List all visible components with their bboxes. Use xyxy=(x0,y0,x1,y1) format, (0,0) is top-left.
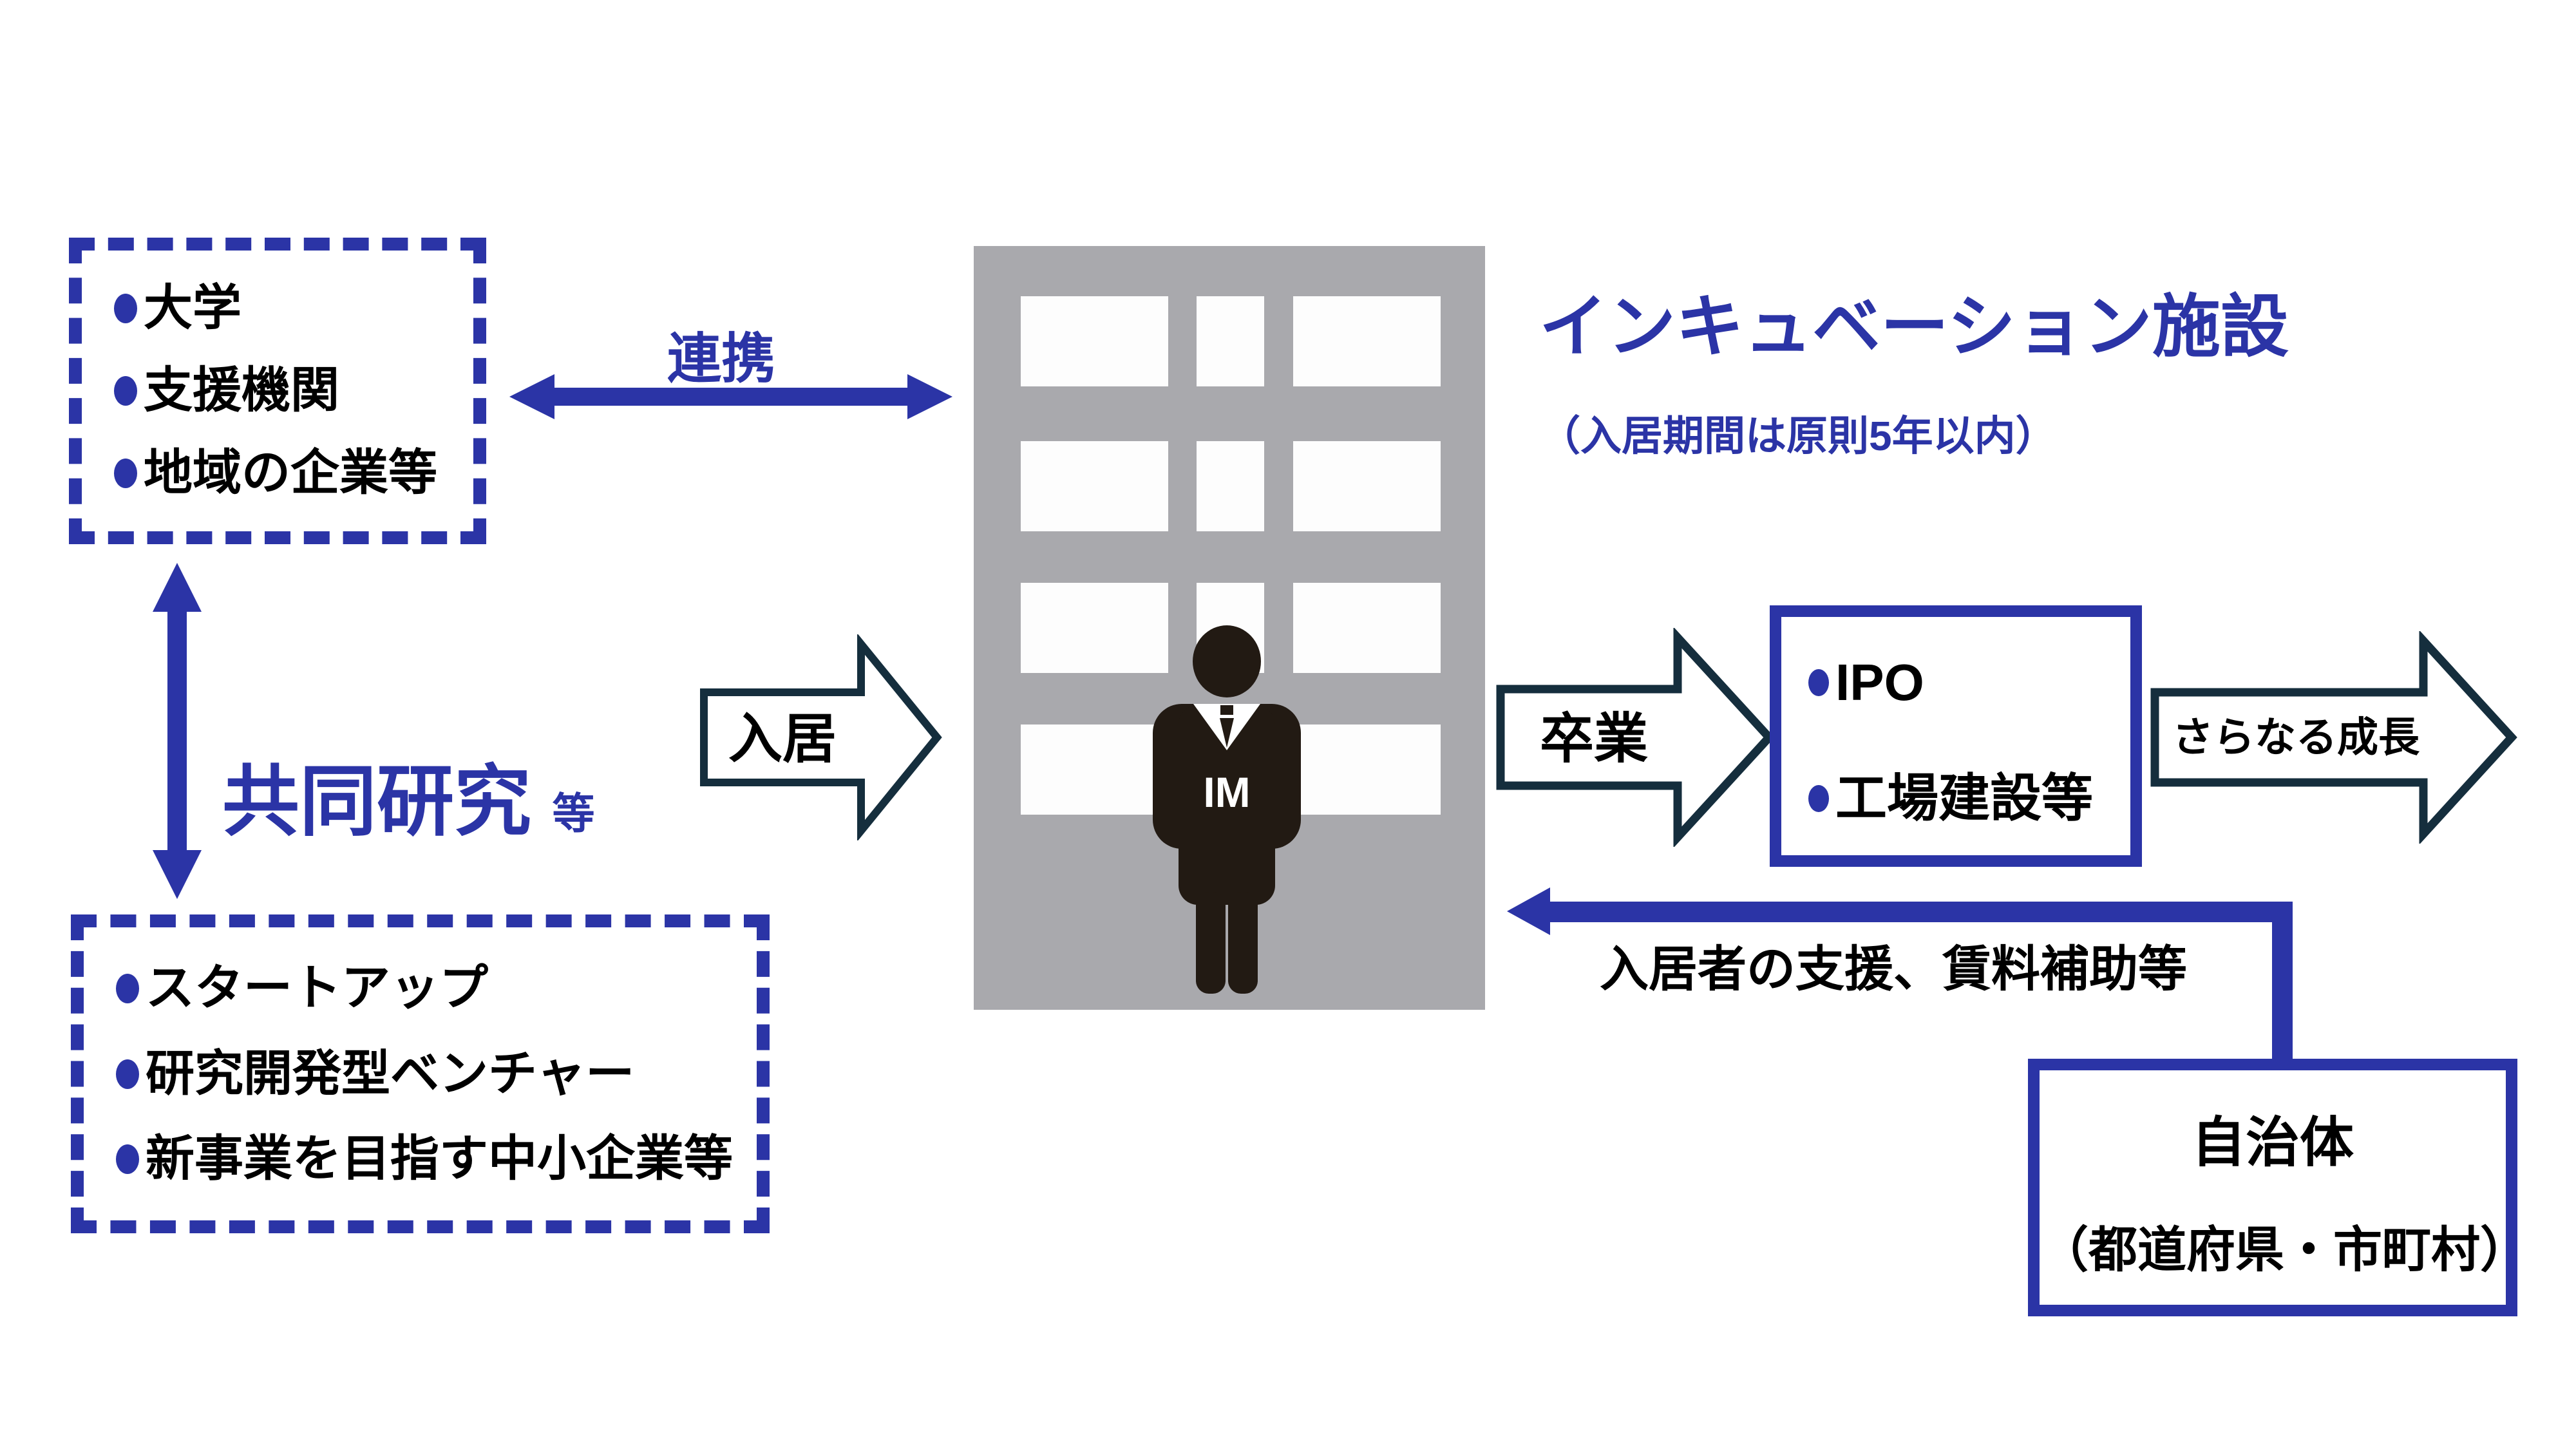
support-arrow-icon xyxy=(1504,882,2296,1061)
outcome-box: IPO 工場建設等 xyxy=(1770,605,2142,867)
building-window xyxy=(1197,441,1264,531)
bullet-icon xyxy=(116,973,139,1003)
facility-subtitle: （入居期間は原則5年以内） xyxy=(1539,413,2057,459)
partner-item: 地域の企業等 xyxy=(114,449,473,498)
person-monogram: IM xyxy=(1203,768,1250,816)
tenant-item: スタートアップ xyxy=(116,960,757,1016)
partner-item: 大学 xyxy=(114,284,473,333)
tenant-item-label: 新事業を目指す中小企業等 xyxy=(146,1132,733,1187)
building-window xyxy=(1293,441,1441,531)
partner-item-label: 支援機関 xyxy=(144,363,339,418)
move-in-label: 入居 xyxy=(728,708,837,769)
collaboration-double-arrow-icon xyxy=(506,370,956,423)
facility-title: インキュベーション施設 xyxy=(1539,289,2289,365)
outcome-item-label: IPO xyxy=(1835,654,1924,711)
joint-research-double-arrow-icon xyxy=(147,560,207,902)
bullet-icon xyxy=(114,376,137,406)
government-detail: （都道府県・市町村） xyxy=(2040,1223,2529,1278)
bullet-icon xyxy=(116,1059,139,1089)
outcome-item: IPO xyxy=(1808,657,2130,708)
joint-research-label: 共同研究 xyxy=(222,759,531,845)
joint-research-suffix: 等 xyxy=(552,790,595,837)
building-window xyxy=(1293,724,1441,815)
graduation-arrow-icon xyxy=(1495,628,1776,847)
building-window xyxy=(1293,583,1441,673)
further-growth-arrow-icon xyxy=(2150,631,2518,844)
collaboration-label: 連携 xyxy=(667,328,775,389)
move-in-arrow-icon xyxy=(699,634,943,840)
bullet-icon xyxy=(1808,669,1829,696)
tenant-item: 新事業を目指す中小企業等 xyxy=(116,1135,757,1184)
partner-item: 支援機関 xyxy=(114,366,473,415)
bullet-icon xyxy=(114,459,137,488)
government-box: 自治体 （都道府県・市町村） xyxy=(2028,1059,2529,1316)
partner-item-label: 大学 xyxy=(144,281,242,336)
tenant-item-label: 研究開発型ベンチャー xyxy=(146,1046,635,1101)
bullet-icon xyxy=(116,1144,139,1175)
government-name: 自治体 xyxy=(2191,1112,2354,1173)
further-growth-label: さらなる成長 xyxy=(2172,714,2420,761)
outcome-item: 工場建設等 xyxy=(1808,773,2130,824)
tenants-box: スタートアップ 研究開発型ベンチャー 新事業を目指す中小企業等 xyxy=(71,914,770,1233)
building-window xyxy=(1021,441,1168,531)
incubation-manager-person-icon: IM xyxy=(1117,621,1336,1008)
bullet-icon xyxy=(114,294,137,323)
joint-research-label-group: 共同研究 等 xyxy=(222,763,594,840)
graduation-label: 卒業 xyxy=(1539,708,1648,769)
tenant-item-label: スタートアップ xyxy=(146,960,488,1016)
building-window xyxy=(1021,724,1168,815)
bullet-icon xyxy=(1808,785,1829,812)
support-label: 入居者の支援、賃料補助等 xyxy=(1600,942,2187,997)
building-window xyxy=(1021,296,1168,386)
tenant-item: 研究開発型ベンチャー xyxy=(116,1046,757,1101)
building-window xyxy=(1197,296,1264,386)
partners-box: 大学 支援機関 地域の企業等 xyxy=(69,238,486,544)
outcome-item-label: 工場建設等 xyxy=(1835,770,2093,827)
partner-item-label: 地域の企業等 xyxy=(144,446,437,500)
building-window xyxy=(1021,583,1168,673)
building-window xyxy=(1293,296,1441,386)
